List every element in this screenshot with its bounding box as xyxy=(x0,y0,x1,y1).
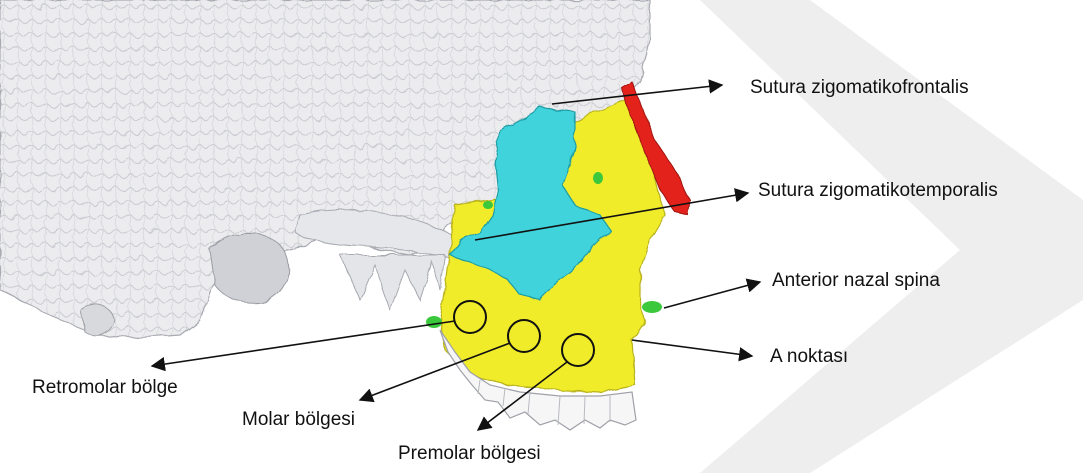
watermark-chevron xyxy=(700,0,1083,473)
label-anterior-nasal-spine: Anterior nazal spina xyxy=(772,271,940,290)
arrow-a-point xyxy=(632,340,752,356)
label-molar: Molar bölgesi xyxy=(242,410,355,429)
label-retromolar: Retromolar bölge xyxy=(32,378,178,397)
label-premolar: Premolar bölgesi xyxy=(398,444,541,463)
label-a-point: A noktası xyxy=(770,347,848,366)
label-zygomaticofrontal: Sutura zigomatikofrontalis xyxy=(750,78,969,97)
arrow-retromolar xyxy=(152,321,455,366)
arrow-anterior-nasal-spine xyxy=(664,282,760,308)
label-zygomaticotemporal: Sutura zigomatikotemporalis xyxy=(758,181,998,200)
